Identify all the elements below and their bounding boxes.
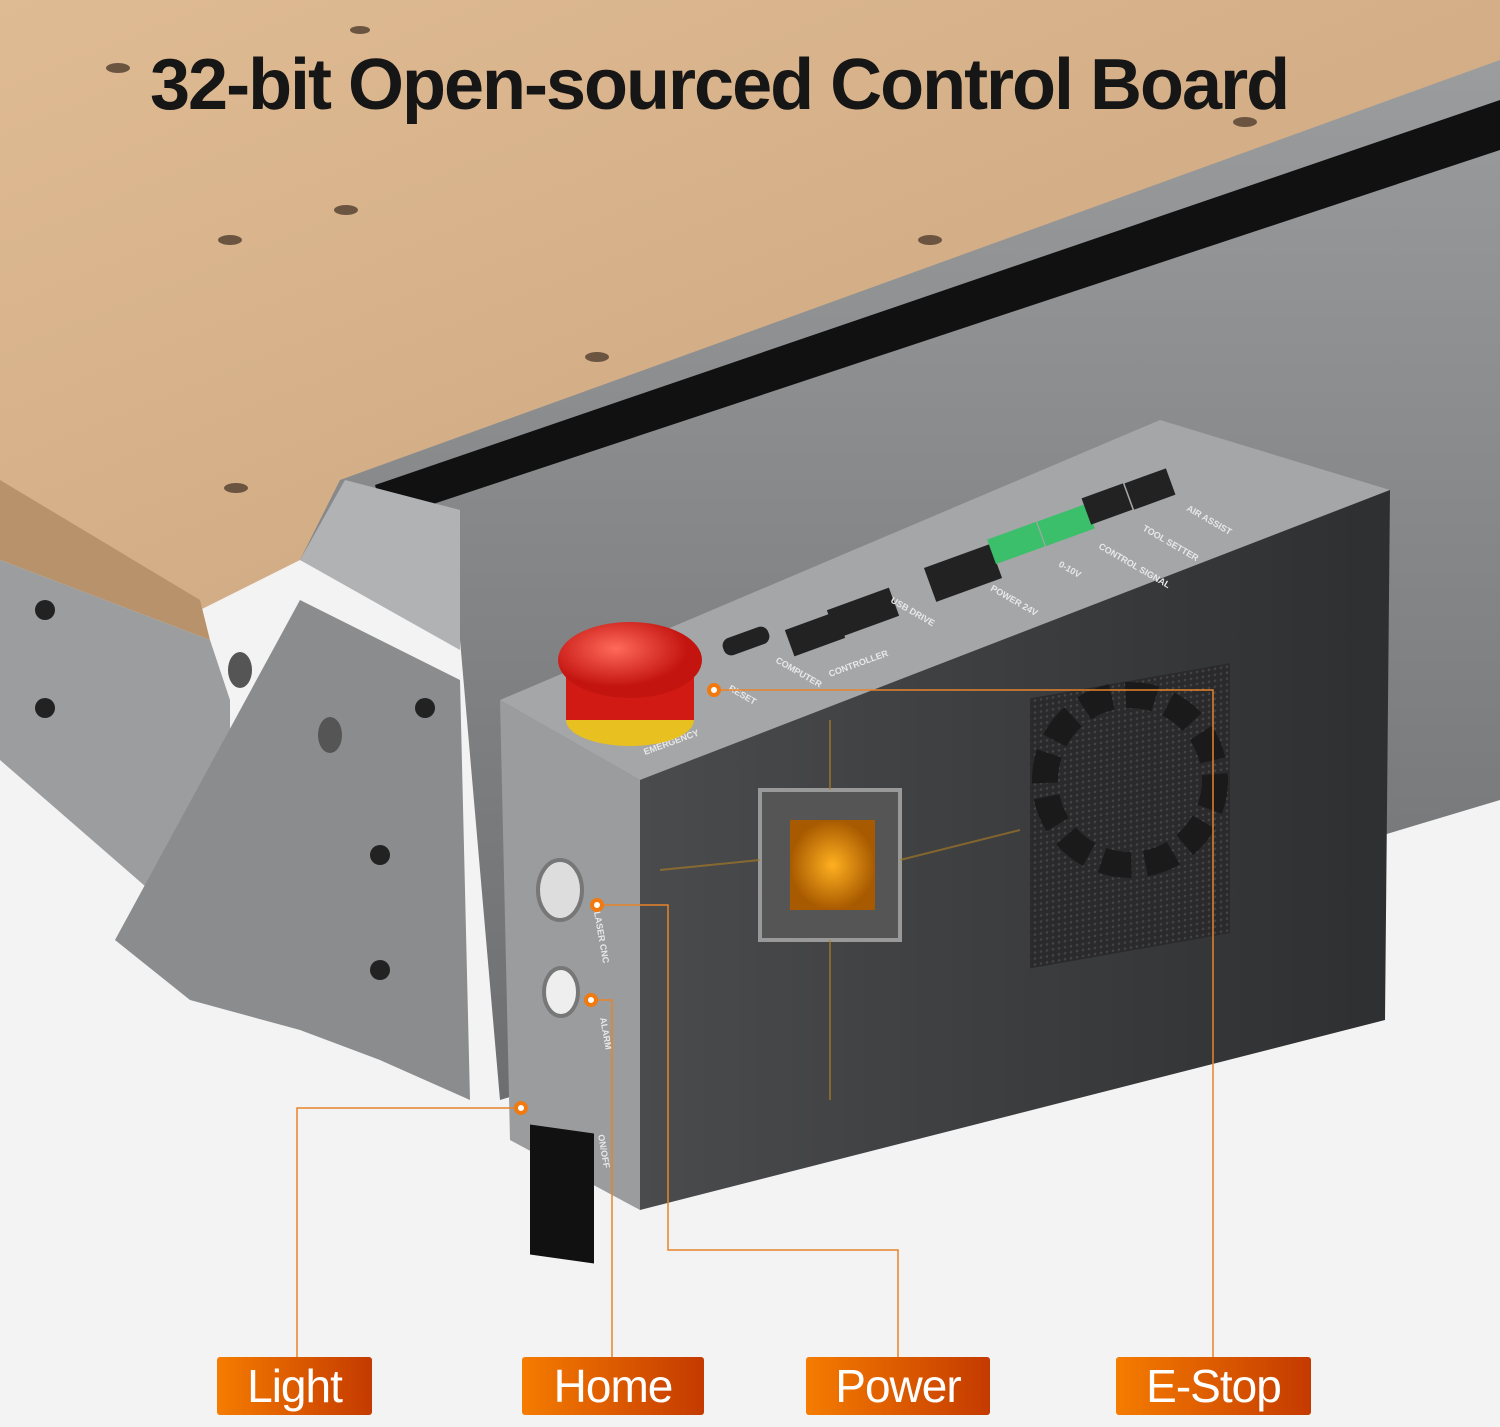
alarm-button[interactable] xyxy=(542,966,580,1018)
callout-power: Power xyxy=(806,1357,990,1415)
control-box-left xyxy=(500,700,640,1210)
callout-home: Home xyxy=(522,1357,704,1415)
control-signal-jack xyxy=(1081,483,1133,525)
e-stop-button[interactable] xyxy=(558,622,702,698)
usb-a-port xyxy=(826,587,900,639)
cooling-fan xyxy=(1030,663,1230,969)
callout-e-stop: E-Stop xyxy=(1116,1357,1311,1415)
wasteboard xyxy=(0,0,1500,610)
circuit-traces xyxy=(659,720,1021,1100)
hdmi-port xyxy=(784,611,846,657)
tool-setter-jack xyxy=(1124,468,1176,510)
wasteboard-holes xyxy=(106,26,1257,493)
terminal-24v xyxy=(987,521,1045,565)
callout-dots xyxy=(514,683,721,1115)
callout-light: Light xyxy=(217,1357,372,1415)
dc-power-jack xyxy=(923,544,1003,602)
laser-cnc-button[interactable] xyxy=(536,858,584,922)
usb-c-port xyxy=(722,626,770,656)
power-switch[interactable] xyxy=(530,1124,594,1264)
wasteboard-edge xyxy=(0,480,210,640)
page-title: 32-bit Open-sourced Control Board xyxy=(150,45,1290,125)
terminal-0-10v xyxy=(1037,503,1095,547)
